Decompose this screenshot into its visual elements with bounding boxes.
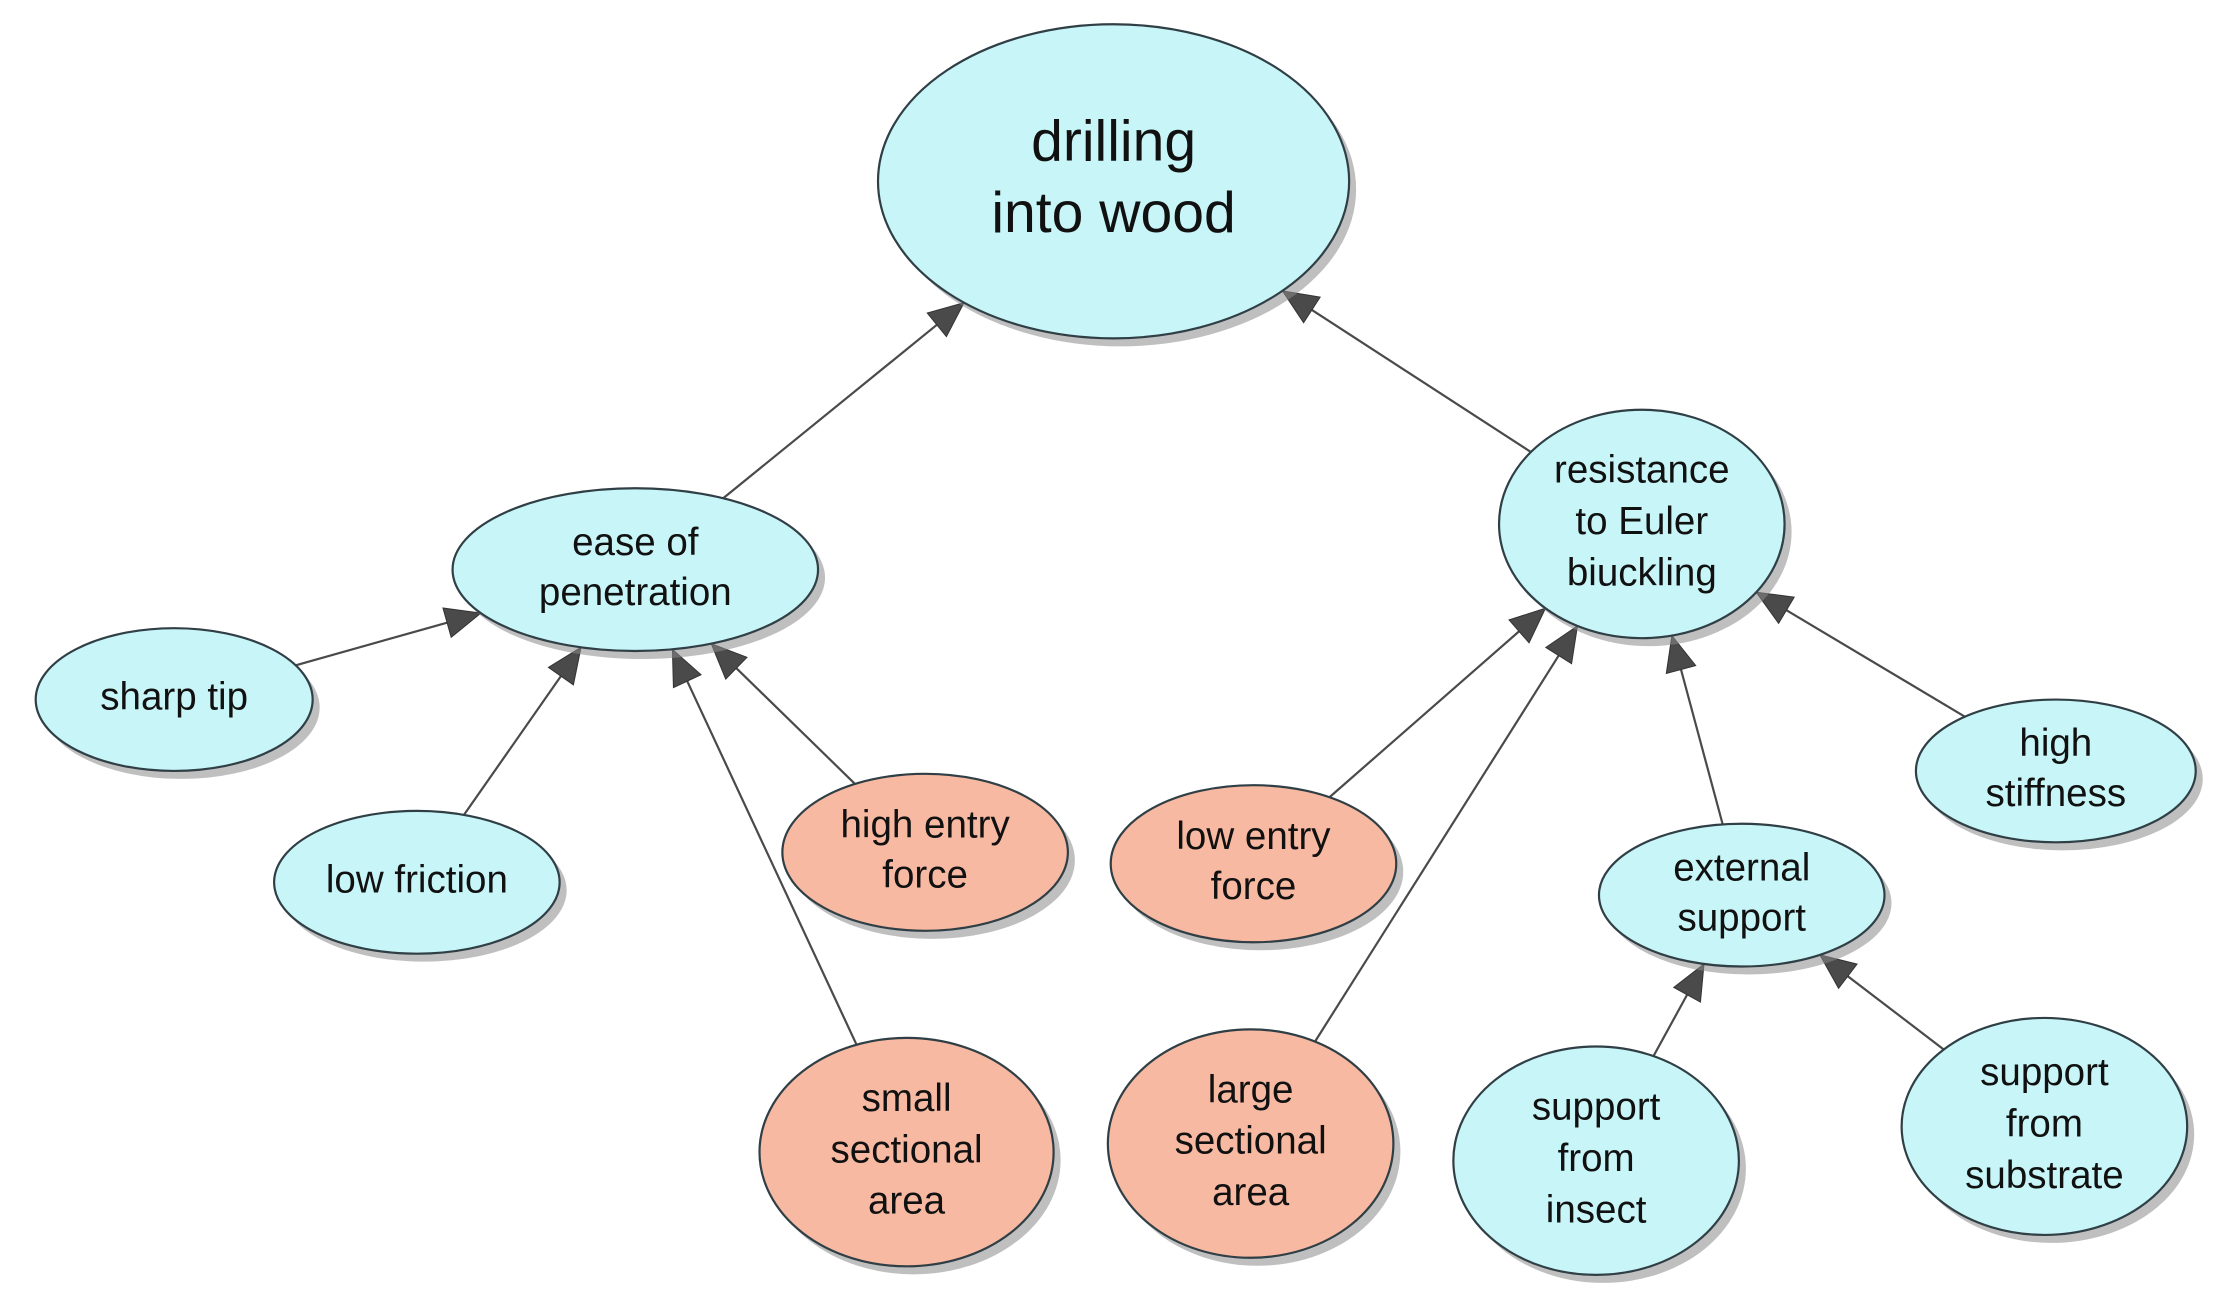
node-label-line: low entry — [1176, 815, 1331, 858]
node-label-line: to Euler — [1575, 500, 1708, 543]
node-label-line: force — [1211, 865, 1297, 908]
node-insect: support from insect — [1452, 1045, 1746, 1283]
node-ellipse — [451, 487, 820, 653]
edge-lowentry-to-resistance — [1328, 630, 1520, 799]
node-ellipse — [1914, 698, 2197, 844]
node-label-line: small — [862, 1077, 952, 1120]
edge-insect-to-external — [1652, 994, 1689, 1057]
arrowhead-ease-to-drilling — [926, 301, 966, 338]
node-ellipse — [758, 1036, 1055, 1268]
edge-highstiff-to-resistance — [1785, 609, 1966, 718]
node-label-line: support — [1980, 1051, 2109, 1094]
node-label-line: drilling — [1031, 110, 1196, 174]
node-label-line: large — [1208, 1068, 1294, 1111]
node-label-line: area — [1212, 1171, 1290, 1214]
node-label-line: sharp tip — [100, 676, 248, 719]
node-label-line: stiffness — [1986, 772, 2127, 815]
node-label-line: high entry — [841, 804, 1011, 847]
node-label-line: penetration — [539, 571, 732, 614]
node-label-line: sectional — [831, 1128, 983, 1171]
node-label-line: high — [2019, 722, 2092, 765]
node-label-line: support — [1532, 1085, 1661, 1128]
edge-smallsec-to-ease — [686, 680, 858, 1046]
node-ellipse — [1597, 822, 1886, 968]
arrowhead-substrate-to-external — [1818, 954, 1858, 990]
edge-ease-to-drilling — [722, 323, 938, 500]
arrowhead-sharp-to-ease — [442, 607, 483, 639]
arrowhead-insect-to-external — [1672, 962, 1705, 1003]
node-external: external support — [1597, 822, 1892, 975]
node-ellipse — [781, 772, 1069, 932]
node-lowentry: low entry force — [1109, 784, 1404, 951]
edge-substrate-to-external — [1847, 975, 1945, 1051]
arrowhead-smallsec-to-ease — [671, 648, 702, 689]
node-label-line: resistance — [1554, 449, 1730, 492]
node-label-line: support — [1677, 896, 1806, 939]
node-substrate: support from substrate — [1900, 1016, 2195, 1243]
node-label-line: ease of — [572, 521, 699, 564]
arrowhead-highentry-to-ease — [710, 642, 748, 680]
edge-sharp-to-ease — [295, 621, 448, 667]
node-label-line: sectional — [1175, 1120, 1327, 1163]
edges-layer — [295, 290, 1966, 1057]
node-ease: ease of penetration — [451, 487, 826, 660]
node-ellipse — [1452, 1045, 1740, 1276]
node-label-line: external — [1673, 846, 1810, 889]
edge-resistance-to-drilling — [1311, 309, 1532, 453]
node-label-line: low friction — [326, 858, 508, 901]
node-largesec: large sectional area — [1106, 1028, 1401, 1266]
nodes-layer: drilling into wood ease of penetration resis… — [34, 23, 2203, 1283]
arrowhead-lowfric-to-ease — [547, 646, 582, 686]
node-ellipse — [1106, 1028, 1395, 1259]
edge-external-to-resistance — [1679, 669, 1724, 825]
node-label-line: from — [1558, 1137, 1635, 1180]
node-label-line: biuckling — [1567, 552, 1717, 595]
node-sharp: sharp tip — [34, 627, 320, 779]
node-label-line: insect — [1546, 1188, 1647, 1231]
node-drilling: drilling into wood — [876, 23, 1357, 347]
node-ellipse — [1497, 408, 1786, 640]
node-resistance: resistance to Euler biuckling — [1497, 408, 1792, 647]
arrowhead-resistance-to-drilling — [1281, 290, 1321, 324]
arrowhead-external-to-resistance — [1665, 634, 1697, 675]
node-lowfric: low friction — [273, 809, 567, 962]
arrowhead-highstiff-to-resistance — [1755, 591, 1796, 625]
node-smallsec: small sectional area — [758, 1036, 1061, 1275]
node-label-line: from — [2006, 1103, 2083, 1146]
node-ellipse — [876, 23, 1351, 340]
node-highentry: high entry force — [781, 772, 1075, 939]
node-label-line: into wood — [991, 181, 1235, 245]
node-highstiff: high stiffness — [1914, 698, 2203, 851]
node-ellipse — [273, 809, 561, 955]
node-ellipse — [34, 627, 314, 773]
edge-largesec-to-resistance — [1314, 655, 1560, 1043]
node-label-line: substrate — [1965, 1154, 2124, 1197]
node-label-line: force — [882, 853, 968, 896]
node-ellipse — [1109, 784, 1398, 944]
arrowhead-largesec-to-resistance — [1544, 624, 1579, 665]
node-label-line: area — [868, 1180, 946, 1223]
edge-lowfric-to-ease — [463, 675, 562, 816]
node-ellipse — [1900, 1016, 2189, 1237]
arrowhead-lowentry-to-resistance — [1508, 607, 1547, 644]
edge-highentry-to-ease — [735, 667, 856, 785]
